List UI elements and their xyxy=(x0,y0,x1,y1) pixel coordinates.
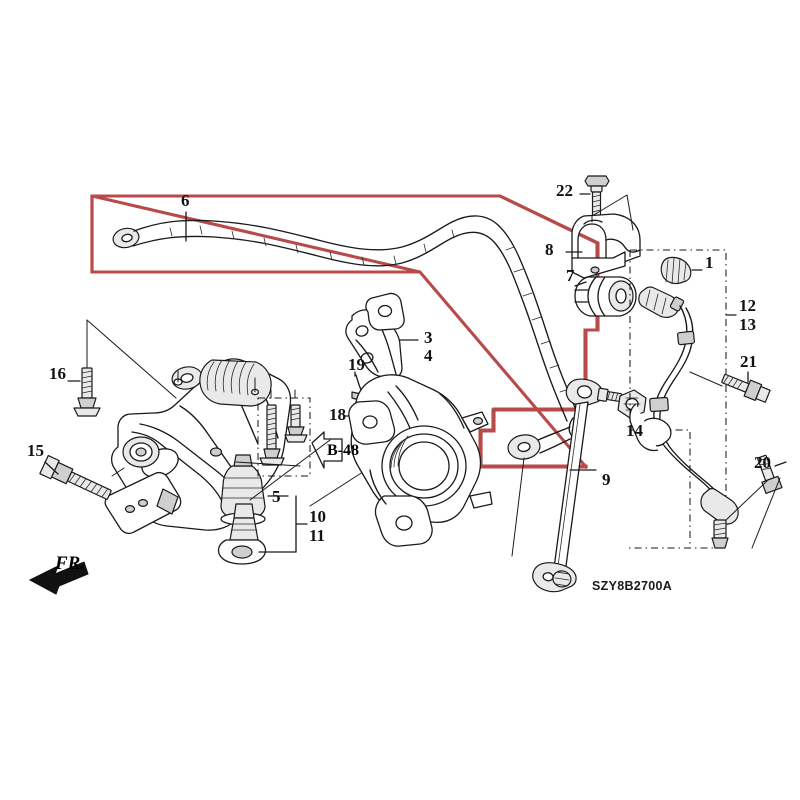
callout-3: 3 xyxy=(424,328,433,347)
callout-9: 9 xyxy=(602,470,611,489)
stabilizer-bar-part xyxy=(112,211,582,460)
bolt-detail-box xyxy=(257,389,311,477)
callout-10: 10 xyxy=(309,507,326,526)
callout-18: 18 xyxy=(329,405,346,424)
sensor-bolt-21 xyxy=(689,371,771,403)
callout-12: 12 xyxy=(739,296,756,315)
callout-11: 11 xyxy=(309,526,326,545)
callout-4: 4 xyxy=(424,346,433,365)
callout-8: 8 xyxy=(545,240,554,259)
abs-grommet-1 xyxy=(660,256,703,285)
fr-direction-arrow xyxy=(28,561,89,595)
callout-16: 16 xyxy=(49,364,66,383)
callout-19: 19 xyxy=(348,355,365,374)
callout-21: 21 xyxy=(740,352,757,371)
abs-sensor-head xyxy=(700,487,739,549)
stabilizer-link-part xyxy=(532,378,647,593)
control-arm-pivot xyxy=(122,436,160,468)
flange-bolt-16 xyxy=(67,319,101,417)
steering-knuckle-part xyxy=(345,292,493,547)
stabilizer-bracket-part xyxy=(565,175,641,317)
callout-5: 5 xyxy=(272,487,281,506)
flange-bolt-15 xyxy=(39,454,125,500)
sensor-bolt-20 xyxy=(725,454,787,549)
section-arrow-b48 xyxy=(311,431,343,469)
callout-6: 6 xyxy=(181,191,190,210)
callout-13: 13 xyxy=(739,315,756,334)
callout-1: 1 xyxy=(705,253,714,272)
leader-lines xyxy=(86,319,525,557)
abs-connector xyxy=(638,286,685,318)
lower-ball-joint-10-11 xyxy=(217,495,308,565)
fr-orientation-label: FR. xyxy=(55,553,86,574)
section-callout-b48: B-48 xyxy=(327,442,359,459)
callout-22: 22 xyxy=(556,181,573,200)
abs-sensor-group xyxy=(628,249,787,549)
callout-14: 14 xyxy=(626,421,643,440)
callout-7: 7 xyxy=(566,266,575,285)
drawing-reference-code: SZY8B2700A xyxy=(592,579,673,593)
callout-20: 20 xyxy=(754,453,771,472)
control-arm-bushing xyxy=(199,359,272,407)
callout-15: 15 xyxy=(27,441,44,460)
